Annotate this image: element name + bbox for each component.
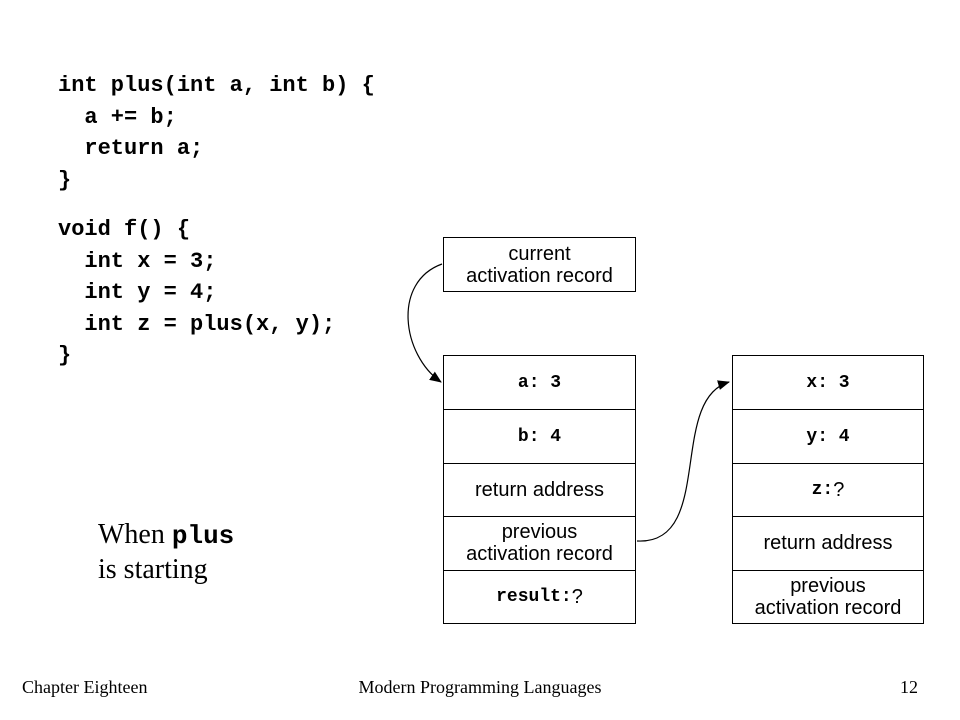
- result-value: ?: [571, 585, 583, 608]
- code-line: int x = 3;: [58, 248, 217, 274]
- code-line: a += b;: [58, 104, 177, 130]
- cell-param-b: b: 4: [444, 409, 635, 462]
- label-line: current: [508, 242, 571, 265]
- z-value: ?: [833, 478, 845, 501]
- previous-record-arrow: [636, 380, 730, 542]
- footer-book-title: Modern Programming Languages: [358, 677, 602, 697]
- current-activation-record-box: current activation record: [443, 237, 636, 292]
- caption-prefix: When: [98, 519, 172, 550]
- cell-previous-activation-record: previous activation record: [733, 569, 923, 623]
- label-line: activation record: [754, 596, 902, 619]
- label-line: activation record: [466, 543, 613, 566]
- label-line: activation record: [466, 264, 613, 287]
- cell-local-x: x: 3: [806, 372, 850, 393]
- cell-return-address: return address: [444, 462, 635, 516]
- caption-keyword: plus: [171, 521, 235, 551]
- code-line: int y = 4;: [58, 280, 217, 305]
- cell-previous-activation-record: previous activation record: [444, 516, 635, 569]
- footer-page-number: 12: [900, 677, 918, 697]
- code-line: return a;: [58, 136, 204, 161]
- result-label: result:: [496, 586, 572, 607]
- caption: When plus is starting: [98, 518, 234, 586]
- code-plus-function: int plus(int a, int b) { a += b; return …: [58, 70, 375, 196]
- cell-return-address: return address: [733, 516, 923, 569]
- cell-result: result: ?: [444, 569, 635, 623]
- label-line: previous: [790, 574, 866, 597]
- code-line: int plus(int a, int b) {: [58, 73, 375, 98]
- code-line: }: [58, 167, 72, 193]
- caption-line2: is starting: [98, 554, 208, 585]
- code-line: int z = plus(x, y);: [58, 311, 336, 337]
- footer-chapter: Chapter Eighteen: [22, 677, 148, 697]
- code-line: }: [58, 343, 72, 368]
- current-record-arrow: [407, 263, 443, 383]
- cell-local-z: z: ?: [733, 462, 923, 516]
- cell-param-a: a: 3: [517, 372, 562, 393]
- label-line: previous: [501, 521, 578, 544]
- f-activation-record: x: 3 y: 4 z: ? return address previous a…: [732, 355, 924, 624]
- z-label: z:: [811, 479, 834, 500]
- current-activation-record-label: current activation record: [444, 238, 635, 291]
- code-line: void f() {: [58, 217, 191, 242]
- plus-activation-record: a: 3 b: 4 return address previous activa…: [443, 355, 636, 624]
- cell-local-y: y: 4: [733, 409, 923, 462]
- code-f-function: void f() { int x = 3; int y = 4; int z =…: [58, 214, 335, 372]
